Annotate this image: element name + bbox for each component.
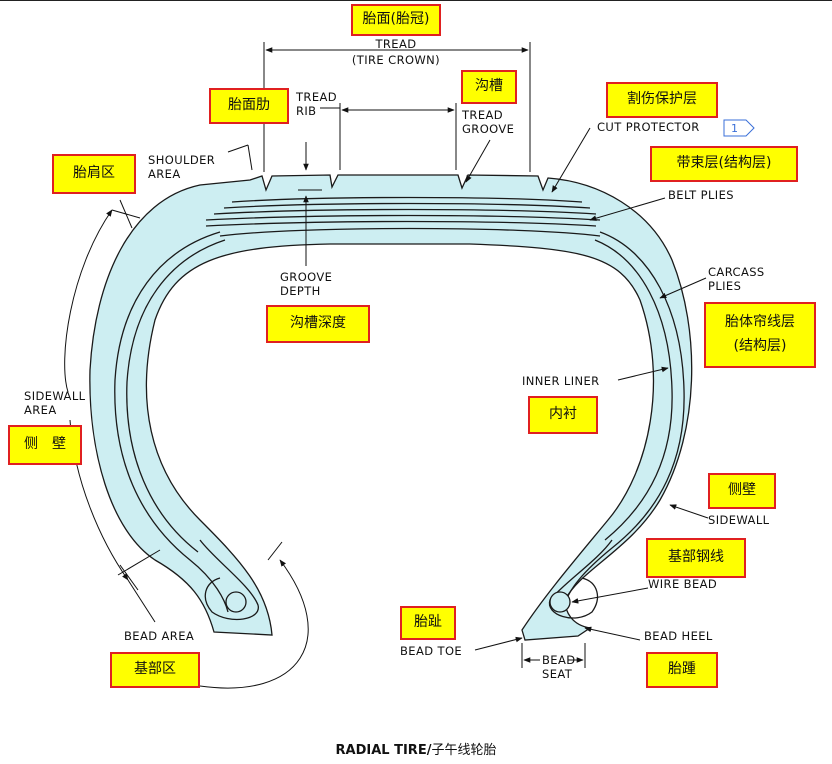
left-bead-loop (199, 539, 259, 621)
cn-label-belt: 带束层(结构层) (650, 146, 798, 182)
cn-label-cut-protector: 割伤保护层 (606, 82, 718, 118)
sidewall-label: SIDEWALL (708, 513, 770, 527)
tire-crown-label: (TIRE CROWN) (352, 53, 440, 67)
sidewall-area-label-2: AREA (24, 403, 57, 417)
right-bead-loop (548, 539, 613, 619)
carcass-ply-line-right-inner (594, 239, 673, 541)
inner-liner-label: INNER LINER (522, 374, 600, 388)
tire-outer-body (89, 174, 693, 641)
cn-label-bead-heel: 胎踵 (646, 652, 718, 688)
belt-ply-2 (223, 202, 591, 209)
carcass-ply-line-right-outer (564, 231, 685, 606)
cut-protector-ref-tag: 1 (723, 119, 755, 137)
bead-heel-label: BEAD HEEL (644, 629, 713, 643)
svg-text:1: 1 (731, 122, 738, 135)
cn-label-carcass-line1: 胎体帘线层 (725, 314, 795, 331)
wire-bead-label: WIRE BEAD (648, 577, 717, 591)
tread-groove-label-1: TREAD (461, 108, 503, 122)
belt-ply-4 (205, 214, 601, 221)
groove-depth-label-1: GROOVE (280, 270, 332, 284)
cn-label-bead-area: 基部区 (110, 652, 200, 688)
carcass-ply-line-outer (114, 231, 229, 613)
tread-rib-label-1: TREAD (295, 90, 337, 104)
cn-label-inner-liner: 内衬 (528, 396, 598, 434)
tread-groove-label-2: GROOVE (462, 122, 514, 136)
bead-toe-label: BEAD TOE (400, 644, 462, 658)
inner-liner-top (219, 227, 601, 237)
cn-label-groove-depth: 沟槽深度 (266, 305, 370, 343)
sidewall-area-label-1: SIDEWALL (24, 389, 86, 403)
tire-cross-section (89, 174, 693, 641)
english-labels: TREAD (TIRE CROWN) TREAD RIB TREAD GROOV… (24, 37, 770, 681)
bead-area-label: BEAD AREA (124, 629, 194, 643)
leader-lines (64, 42, 709, 689)
cn-label-tread-rib: 胎面肋 (209, 88, 289, 124)
cn-label-wire-bead: 基部钢线 (646, 538, 746, 578)
cn-label-bead-toe: 胎趾 (400, 606, 456, 640)
cn-label-shoulder: 胎肩区 (52, 154, 136, 194)
figure-caption: RADIAL TIRE/子午线轮胎 (0, 739, 832, 758)
cn-label-groove: 沟槽 (461, 70, 517, 104)
cn-label-tread: 胎面(胎冠) (351, 4, 441, 36)
belt-ply-1 (231, 196, 583, 203)
top-border-line (0, 0, 832, 1)
bead-seat-label-1: BEAD (542, 653, 575, 667)
belt-plies-label: BELT PLIES (668, 188, 734, 202)
carcass-ply-line-inner (126, 239, 226, 553)
cn-label-carcass-line2: (结构层) (733, 338, 787, 354)
cut-protector-label: CUT PROTECTOR (597, 120, 700, 134)
carcass-plies-label-1: CARCASS (708, 265, 765, 279)
right-wire-bead (549, 591, 571, 613)
belt-ply-3 (213, 208, 597, 215)
tread-label: TREAD (374, 37, 416, 51)
belt-ply-5 (205, 220, 597, 227)
groove-depth-label-2: DEPTH (280, 284, 321, 298)
tread-rib-label-2: RIB (296, 104, 316, 118)
cn-label-carcass: 胎体帘线层 (结构层) (704, 302, 816, 368)
caption-normal: 子午线轮胎 (431, 743, 497, 758)
bead-seat-label-2: SEAT (542, 667, 573, 681)
shoulder-label-1: SHOULDER (148, 153, 215, 167)
carcass-plies-label-2: PLIES (708, 279, 741, 293)
left-wire-bead (225, 591, 247, 613)
cn-label-sidewall-area: 侧 壁 (8, 425, 82, 465)
caption-bold: RADIAL TIRE/ (335, 743, 432, 758)
cn-label-sidewall: 侧壁 (708, 473, 776, 509)
shoulder-label-2: AREA (148, 167, 181, 181)
